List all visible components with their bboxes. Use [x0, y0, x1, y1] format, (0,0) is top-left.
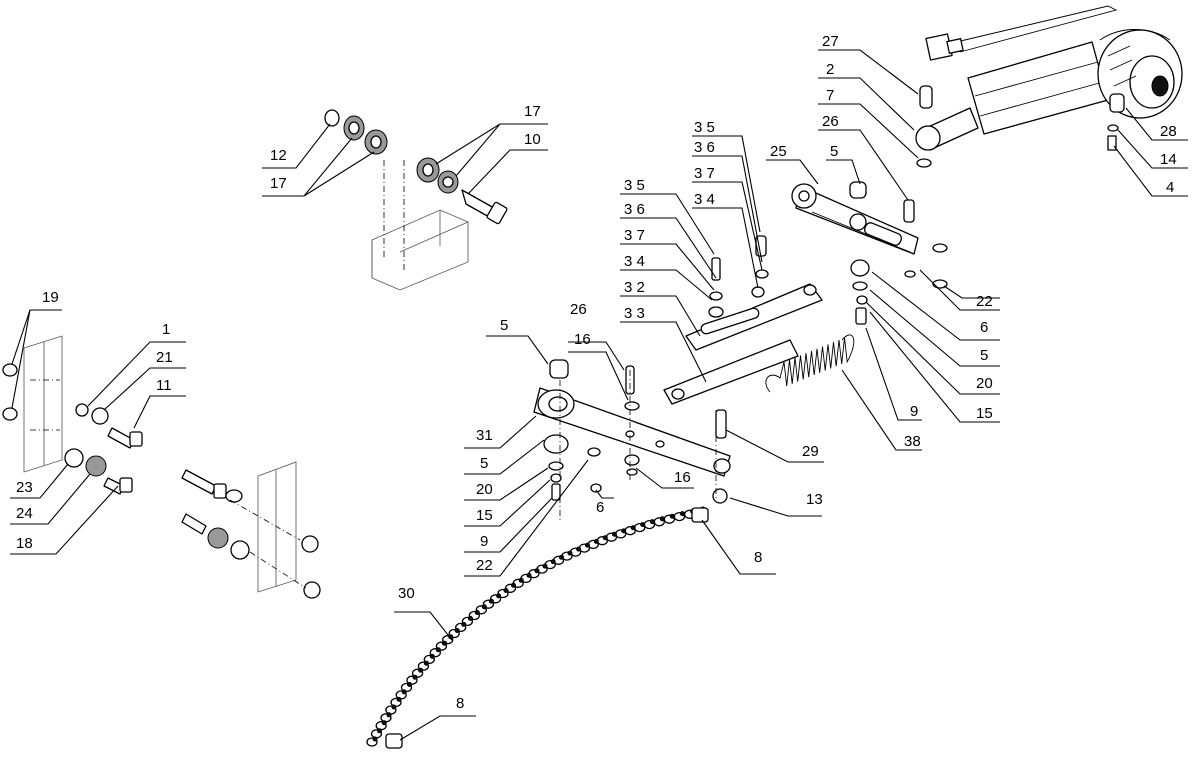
chain-30	[366, 506, 706, 747]
callout-5: 5	[480, 455, 488, 472]
callout-38: 38	[904, 433, 921, 450]
roller-group	[324, 109, 508, 291]
callout-14: 14	[1160, 151, 1177, 168]
callout-labels: 27 2 7 26 28 14 4 3 5 3 6 3 7 3 4 25 5 3…	[16, 33, 1177, 712]
callout-16: 16	[674, 469, 691, 486]
left-post-group	[2, 335, 143, 495]
callout-36: 3 6	[624, 201, 645, 218]
callout-20: 20	[476, 481, 493, 498]
callout-33: 3 3	[624, 305, 645, 322]
main-arm-31	[533, 359, 731, 520]
callout-32: 3 2	[624, 279, 645, 296]
callout-28: 28	[1160, 123, 1177, 140]
callout-18: 18	[16, 535, 33, 552]
callout-37: 3 7	[624, 227, 645, 244]
callout-7: 7	[826, 87, 834, 104]
callout-2: 2	[826, 61, 834, 78]
callout-6: 6	[596, 499, 604, 516]
callout-17: 17	[270, 175, 287, 192]
callout-4: 4	[1166, 179, 1174, 196]
callout-27: 27	[822, 33, 839, 50]
callout-20: 20	[976, 375, 993, 392]
callout-26: 26	[570, 301, 587, 318]
callout-9: 9	[480, 533, 488, 550]
callout-9: 9	[910, 403, 918, 420]
callout-29: 29	[802, 443, 819, 460]
callout-13: 13	[806, 491, 823, 508]
callout-22: 22	[476, 557, 493, 574]
callout-30: 30	[398, 585, 415, 602]
link-plates	[663, 235, 823, 405]
callout-16: 16	[574, 331, 591, 348]
callout-10: 10	[524, 131, 541, 148]
callout-11: 11	[156, 377, 172, 394]
callout-5: 5	[980, 347, 988, 364]
leader-lines	[10, 49, 1188, 741]
callout-5: 5	[500, 317, 508, 334]
linear-actuator	[915, 5, 1183, 168]
callout-12: 12	[270, 147, 287, 164]
chain-link-8	[385, 507, 709, 749]
callout-31: 31	[476, 427, 493, 444]
callout-23: 23	[16, 479, 33, 496]
callout-25: 25	[770, 143, 787, 160]
callout-5: 5	[830, 143, 838, 160]
callout-26: 26	[822, 113, 839, 130]
callout-17: 17	[524, 103, 541, 120]
callout-24: 24	[16, 505, 33, 522]
callout-36: 3 6	[694, 139, 715, 156]
callout-15: 15	[476, 507, 493, 524]
spring-38	[765, 334, 855, 393]
middle-post-group	[181, 461, 321, 599]
callout-19: 19	[42, 289, 59, 306]
callout-8: 8	[754, 549, 762, 566]
callout-8: 8	[456, 695, 464, 712]
callout-21: 21	[156, 349, 173, 366]
callout-6: 6	[980, 319, 988, 336]
callout-1: 1	[162, 321, 170, 338]
callout-15: 15	[976, 405, 993, 422]
callout-34: 3 4	[694, 191, 715, 208]
callout-35: 3 5	[624, 177, 645, 194]
callout-34: 3 4	[624, 253, 645, 270]
callout-22: 22	[976, 293, 993, 310]
arm-25	[791, 181, 948, 325]
callout-37: 3 7	[694, 165, 715, 182]
callout-35: 3 5	[694, 119, 715, 136]
